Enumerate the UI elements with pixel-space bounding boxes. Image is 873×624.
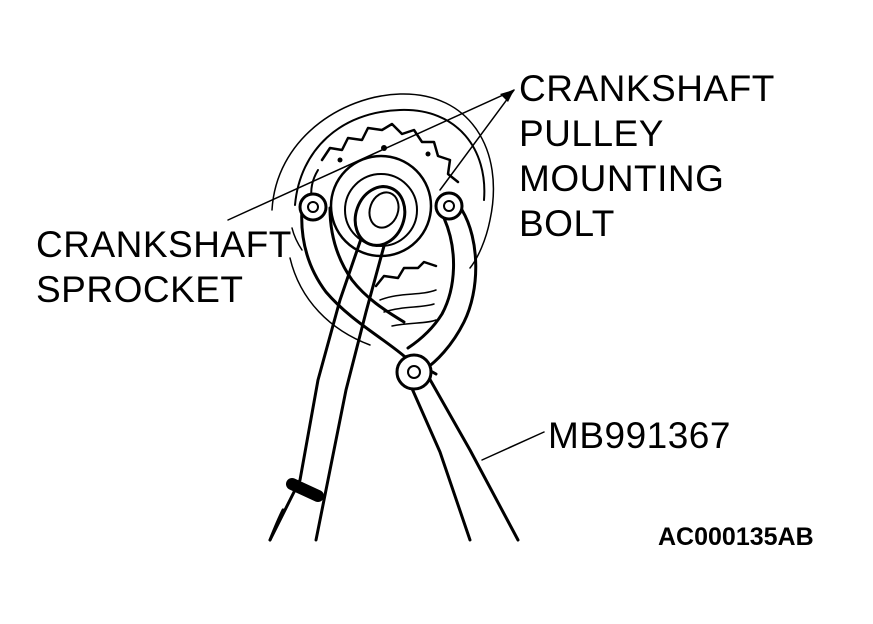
holder-handle (408, 374, 520, 542)
callout-line: SPROCKET (36, 269, 244, 310)
pulley-disc-outline (294, 108, 486, 206)
callout-line: BOLT (519, 203, 615, 244)
holder-pin-right (434, 191, 464, 221)
housing-lower-arc (289, 257, 371, 346)
leader-pulley-bolt (227, 89, 515, 221)
figure-code: AC000135AB (658, 523, 814, 551)
sprocket-teeth (320, 122, 460, 184)
callout-line: CRANKSHAFT (519, 68, 775, 109)
housing-outline (271, 93, 495, 269)
holder-pivot (395, 353, 433, 391)
wrench-socket (353, 185, 407, 247)
callout-line: MB991367 (548, 415, 731, 456)
holder-right-arm (406, 208, 478, 372)
crankshaft-sprocket-label: CRANKSHAFT SPROCKET (36, 222, 292, 312)
callout-line: CRANKSHAFT (36, 224, 292, 265)
leader-tool (481, 431, 545, 461)
holder-pin-left (298, 192, 328, 222)
crankshaft-pulley-mounting-bolt-label: CRANKSHAFT PULLEY MOUNTING BOLT (519, 66, 775, 246)
tool-number-label: MB991367 (548, 413, 731, 458)
holder-left-arm (300, 206, 438, 376)
callout-line: PULLEY (519, 113, 664, 154)
wrench-handle (268, 234, 386, 542)
callout-line: MOUNTING (519, 158, 725, 199)
